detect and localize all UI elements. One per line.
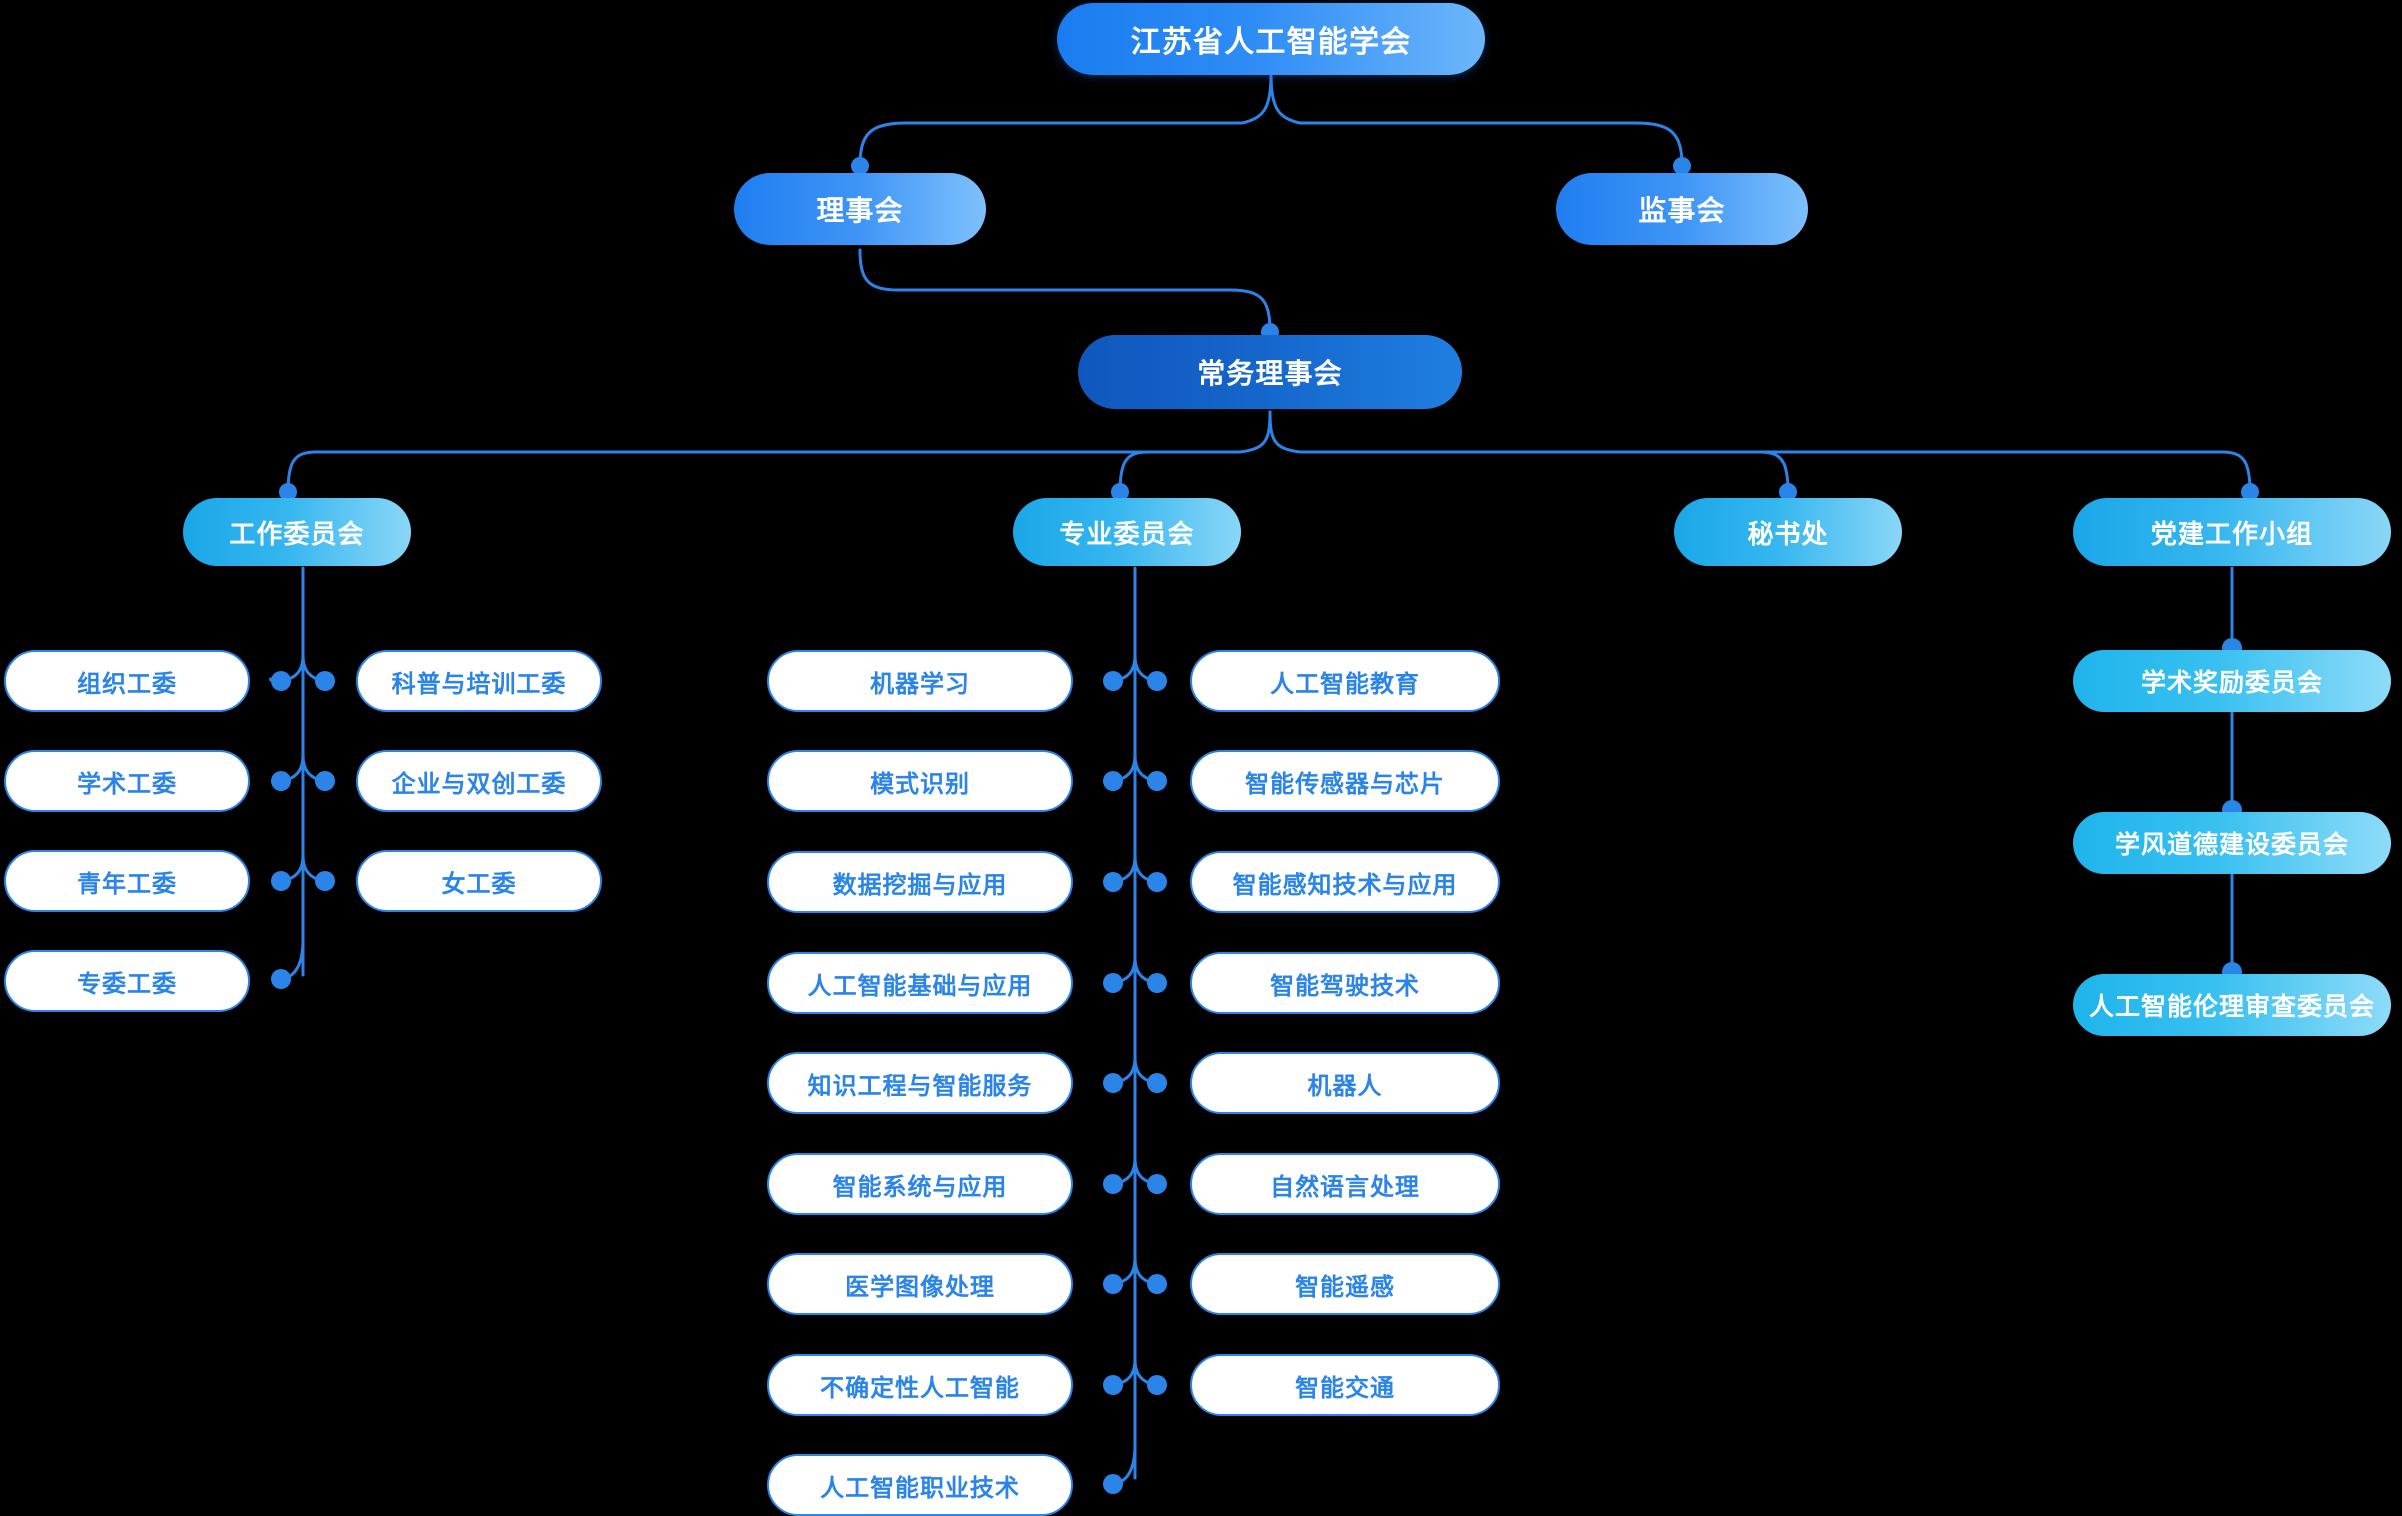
leaf-intelligent-perception-technology-application[interactable]: 智能感知技术与应用 bbox=[1190, 851, 1500, 913]
leaf-label: 学术工委 bbox=[77, 770, 177, 798]
leaf-ai-foundation-application[interactable]: 人工智能基础与应用 bbox=[767, 952, 1073, 1014]
leaf-machine-learning[interactable]: 机器学习 bbox=[767, 650, 1073, 712]
leaf-intelligent-remote-sensing[interactable]: 智能遥感 bbox=[1190, 1253, 1500, 1315]
leaf-enterprise-innovation-committee[interactable]: 企业与双创工委 bbox=[356, 750, 602, 812]
node-root-label: 江苏省人工智能学会 bbox=[1130, 26, 1412, 59]
leaf-label: 人工智能教育 bbox=[1270, 670, 1420, 698]
leaf-uncertain-artificial-intelligence[interactable]: 不确定性人工智能 bbox=[767, 1354, 1073, 1416]
leaf-ai-vocational-technology[interactable]: 人工智能职业技术 bbox=[767, 1454, 1073, 1516]
node-standing-council[interactable]: 常务理事会 bbox=[1078, 335, 1462, 409]
leaf-women-committee[interactable]: 女工委 bbox=[356, 850, 602, 912]
node-working-committee-label: 工作委员会 bbox=[229, 518, 365, 549]
leaf-pattern-recognition[interactable]: 模式识别 bbox=[767, 750, 1073, 812]
leaf-label: 知识工程与智能服务 bbox=[807, 1072, 1033, 1100]
leaf-label: 智能遥感 bbox=[1295, 1273, 1395, 1301]
leaf-knowledge-engineering-intelligent-service[interactable]: 知识工程与智能服务 bbox=[767, 1052, 1073, 1114]
node-secretariat[interactable]: 秘书处 bbox=[1674, 498, 1902, 566]
leaf-organization-committee[interactable]: 组织工委 bbox=[4, 650, 250, 712]
leaf-label: 人工智能基础与应用 bbox=[807, 972, 1033, 1000]
leaf-label: 人工智能伦理审查委员会 bbox=[2088, 993, 2375, 1021]
node-secretariat-label: 秘书处 bbox=[1747, 518, 1829, 549]
leaf-ai-education[interactable]: 人工智能教育 bbox=[1190, 650, 1500, 712]
leaf-science-popularization-training-committee[interactable]: 科普与培训工委 bbox=[356, 650, 602, 712]
node-professional-committee-label: 专业委员会 bbox=[1059, 518, 1195, 549]
leaf-label: 机器人 bbox=[1307, 1072, 1383, 1100]
leaf-label: 自然语言处理 bbox=[1270, 1173, 1420, 1201]
leaf-label: 女工委 bbox=[441, 870, 517, 898]
node-party-group-label: 党建工作小组 bbox=[2150, 518, 2314, 549]
leaf-label: 专委工委 bbox=[77, 970, 177, 998]
leaf-academic-ethics-construction-committee[interactable]: 学风道德建设委员会 bbox=[2073, 812, 2391, 874]
leaf-special-committee[interactable]: 专委工委 bbox=[4, 950, 250, 1012]
node-supervisors-label: 监事会 bbox=[1638, 195, 1726, 226]
node-party-group[interactable]: 党建工作小组 bbox=[2073, 498, 2391, 566]
node-standing-council-label: 常务理事会 bbox=[1197, 358, 1343, 389]
node-supervisors[interactable]: 监事会 bbox=[1556, 173, 1808, 245]
leaf-youth-committee[interactable]: 青年工委 bbox=[4, 850, 250, 912]
leaf-data-mining-application[interactable]: 数据挖掘与应用 bbox=[767, 851, 1073, 913]
leaf-label: 青年工委 bbox=[77, 870, 177, 898]
leaf-label: 企业与双创工委 bbox=[391, 770, 567, 798]
leaf-academic-committee[interactable]: 学术工委 bbox=[4, 750, 250, 812]
leaf-label: 智能驾驶技术 bbox=[1270, 972, 1420, 1000]
leaf-label: 智能传感器与芯片 bbox=[1245, 770, 1445, 798]
leaf-label: 组织工委 bbox=[77, 670, 177, 698]
leaf-academic-award-committee[interactable]: 学术奖励委员会 bbox=[2073, 650, 2391, 712]
leaf-intelligent-system-application[interactable]: 智能系统与应用 bbox=[767, 1153, 1073, 1215]
leaf-label: 学风道德建设委员会 bbox=[2114, 831, 2349, 859]
leaf-ai-ethics-review-committee[interactable]: 人工智能伦理审查委员会 bbox=[2073, 974, 2391, 1036]
leaf-label: 医学图像处理 bbox=[845, 1273, 995, 1301]
leaf-label: 智能感知技术与应用 bbox=[1232, 871, 1458, 899]
leaf-medical-image-processing[interactable]: 医学图像处理 bbox=[767, 1253, 1073, 1315]
leaf-label: 科普与培训工委 bbox=[391, 670, 567, 698]
node-root[interactable]: 江苏省人工智能学会 bbox=[1057, 3, 1485, 75]
node-professional-committee[interactable]: 专业委员会 bbox=[1013, 498, 1241, 566]
leaf-label: 人工智能职业技术 bbox=[820, 1474, 1020, 1502]
leaf-label: 智能交通 bbox=[1295, 1374, 1395, 1402]
leaf-label: 模式识别 bbox=[870, 770, 970, 798]
leaf-label: 机器学习 bbox=[870, 670, 970, 698]
leaf-intelligent-transportation[interactable]: 智能交通 bbox=[1190, 1354, 1500, 1416]
leaf-robotics[interactable]: 机器人 bbox=[1190, 1052, 1500, 1114]
node-council-label: 理事会 bbox=[816, 195, 904, 226]
leaf-label: 不确定性人工智能 bbox=[820, 1374, 1020, 1402]
node-council[interactable]: 理事会 bbox=[734, 173, 986, 245]
leaf-label: 智能系统与应用 bbox=[832, 1173, 1008, 1201]
leaf-natural-language-processing[interactable]: 自然语言处理 bbox=[1190, 1153, 1500, 1215]
leaf-intelligent-sensor-chip[interactable]: 智能传感器与芯片 bbox=[1190, 750, 1500, 812]
leaf-intelligent-driving-technology[interactable]: 智能驾驶技术 bbox=[1190, 952, 1500, 1014]
node-working-committee[interactable]: 工作委员会 bbox=[183, 498, 411, 566]
leaf-label: 数据挖掘与应用 bbox=[832, 871, 1008, 899]
leaf-label: 学术奖励委员会 bbox=[2140, 669, 2323, 697]
